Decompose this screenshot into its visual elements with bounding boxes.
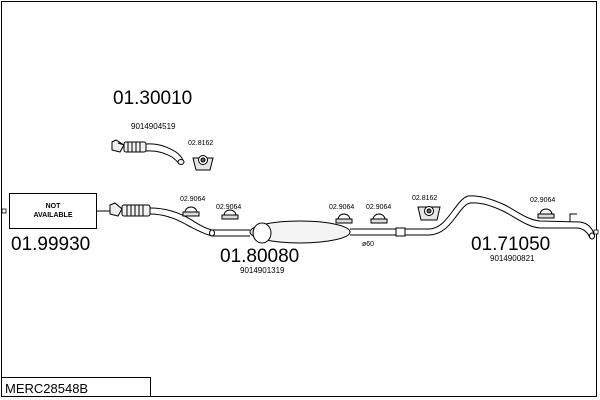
clamp-2-drawing: [221, 209, 239, 220]
front-pipe-top-drawing: [111, 139, 185, 165]
clamp-3-drawing: [335, 213, 353, 224]
gasket-top-drawing: [192, 155, 214, 171]
fitting-label-clamp-3: 02.9064: [329, 204, 355, 211]
pipe-diameter-label: ø60: [362, 241, 375, 248]
fitting-label-clamp-4: 02.9064: [366, 204, 392, 211]
front-pipe-lower-drawing: [97, 202, 215, 237]
reference-code-box: MERC28548B: [1, 377, 151, 397]
left-edge-marker: [1, 208, 7, 214]
clamp-4-drawing: [370, 213, 388, 224]
part-number-rear-silencer: 01.71050: [471, 234, 551, 255]
part-code-rear-silencer: 9014900821: [490, 254, 535, 263]
not-available-box: NOT AVAILABLE: [9, 193, 97, 229]
part-code-front-pipe-top: 9014904519: [131, 122, 176, 131]
clamp-5-drawing: [537, 208, 555, 219]
part-number-middle-silencer: 01.80080: [220, 246, 300, 267]
fitting-label-gasket-top: 02.8162: [188, 140, 214, 147]
part-number-front-pipe-top: 01.30010: [113, 88, 193, 109]
reference-code: MERC28548B: [5, 381, 89, 396]
fitting-label-clamp-5: 02.9064: [530, 197, 556, 204]
hanger-drawing: [569, 213, 577, 222]
fitting-label-clamp-2: 02.9064: [216, 204, 242, 211]
clamp-1-drawing: [182, 206, 200, 217]
not-available-text: NOT AVAILABLE: [33, 202, 73, 219]
gasket-mid-drawing: [417, 206, 441, 221]
fitting-label-clamp-1: 02.9064: [180, 196, 206, 203]
part-code-middle-silencer: 9014901319: [240, 266, 285, 275]
middle-silencer-drawing: [212, 220, 406, 244]
rear-pipe-drawing: [405, 195, 595, 240]
part-number-front-pipe-lower: 01.99930: [11, 234, 91, 255]
fitting-label-gasket-mid: 02.8162: [412, 195, 438, 202]
right-edge-marker: [593, 229, 599, 235]
